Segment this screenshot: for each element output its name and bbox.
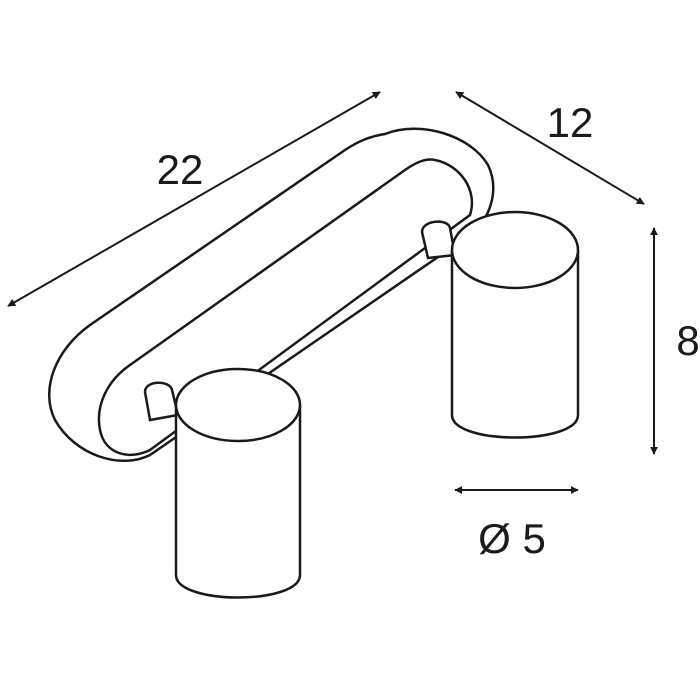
label-length: 22 <box>157 146 204 193</box>
left-spotlight <box>174 367 302 599</box>
dimension-line-length <box>7 91 381 307</box>
label-height: 8 <box>676 317 699 364</box>
right-spotlight <box>450 210 580 439</box>
right-stem <box>420 220 457 260</box>
dimension-line-depth <box>455 91 645 205</box>
label-depth: 12 <box>547 99 594 146</box>
label-diameter: Ø 5 <box>478 515 546 562</box>
